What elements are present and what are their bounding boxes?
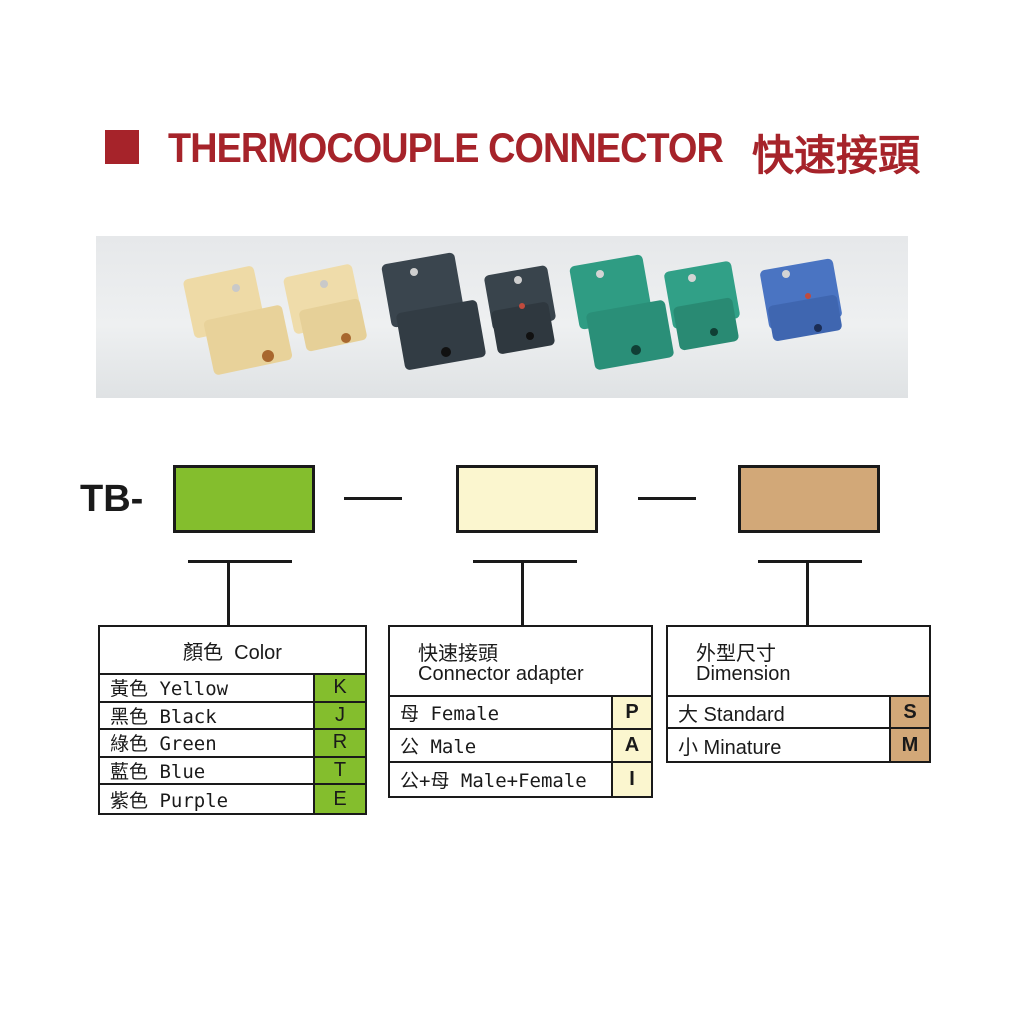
dimension-code-box (738, 465, 880, 533)
color-row: 藍色 Blue T (100, 757, 365, 786)
row-code: K (313, 675, 365, 701)
row-label: 綠色 Green (110, 733, 217, 756)
color-table-heading: 顏色 Color (183, 641, 282, 664)
color-row: 紫色 Purple E (100, 785, 365, 813)
color-row: 黑色 Black J (100, 702, 365, 731)
dimension-table-header: 外型尺寸 Dimension (668, 627, 929, 697)
row-label: 母 Female (400, 703, 500, 725)
row-label: 公+母 Male+Female (400, 770, 587, 792)
adapter-row: 公+母 Male+Female I (390, 763, 651, 796)
separator-dash (638, 497, 696, 500)
bracket-line (758, 560, 862, 563)
bracket-stem (806, 560, 809, 626)
dimension-heading-cn: 外型尺寸 (696, 643, 776, 665)
adapter-table-body: 母 Female P 公 Male A 公+母 Male+Female I (390, 697, 651, 796)
adapter-code-box (456, 465, 598, 533)
color-table-header: 顏色 Color (100, 627, 365, 675)
separator-dash (344, 497, 402, 500)
row-label: 黑色 Black (110, 705, 217, 728)
row-label: 小 Minature (678, 736, 782, 759)
color-row: 黃色 Yellow K (100, 675, 365, 703)
row-code: E (313, 785, 365, 813)
color-row: 綠色 Green R (100, 730, 365, 758)
adapter-heading-en: Connector adapter (418, 663, 584, 685)
row-label: 大 Standard (678, 703, 785, 726)
row-label: 藍色 Blue (110, 761, 206, 784)
row-code: I (611, 763, 651, 796)
bracket-stem (521, 560, 524, 626)
product-photo (96, 236, 908, 398)
adapter-row: 母 Female P (390, 697, 651, 730)
adapter-row: 公 Male A (390, 730, 651, 763)
connectors-illustration (183, 252, 842, 375)
adapter-heading-cn: 快速接頭 (418, 643, 498, 665)
row-label: 紫色 Purple (110, 789, 229, 812)
blue-connector (760, 258, 842, 342)
bracket-stem (227, 560, 230, 626)
row-code: R (313, 730, 365, 756)
dimension-row: 小 Minature M (668, 729, 929, 761)
row-code: T (313, 757, 365, 784)
bracket-line (188, 560, 292, 563)
dimension-table: 外型尺寸 Dimension 大 Standard S 小 Minature M (666, 625, 931, 763)
row-label: 黃色 Yellow (110, 678, 229, 701)
model-prefix: TB- (80, 478, 144, 520)
color-code-box (173, 465, 315, 533)
row-code: J (313, 702, 365, 729)
row-code: P (611, 697, 651, 728)
green-connector-pair (569, 254, 740, 370)
dimension-row: 大 Standard S (668, 697, 929, 729)
page-title-chinese: 快速接頭 (752, 131, 921, 180)
row-code: A (611, 730, 651, 761)
dimension-table-body: 大 Standard S 小 Minature M (668, 697, 929, 761)
dimension-heading-en: Dimension (696, 663, 791, 685)
row-code: M (889, 729, 929, 761)
row-label: 公 Male (400, 736, 477, 758)
title-marker (105, 130, 139, 164)
row-code: S (889, 697, 929, 727)
yellow-connector-pair (183, 264, 367, 375)
adapter-table-header: 快速接頭 Connector adapter (390, 627, 651, 697)
black-connector-pair (381, 252, 556, 370)
page-title: THERMOCOUPLE CONNECTOR (168, 124, 724, 171)
bracket-line (473, 560, 577, 563)
